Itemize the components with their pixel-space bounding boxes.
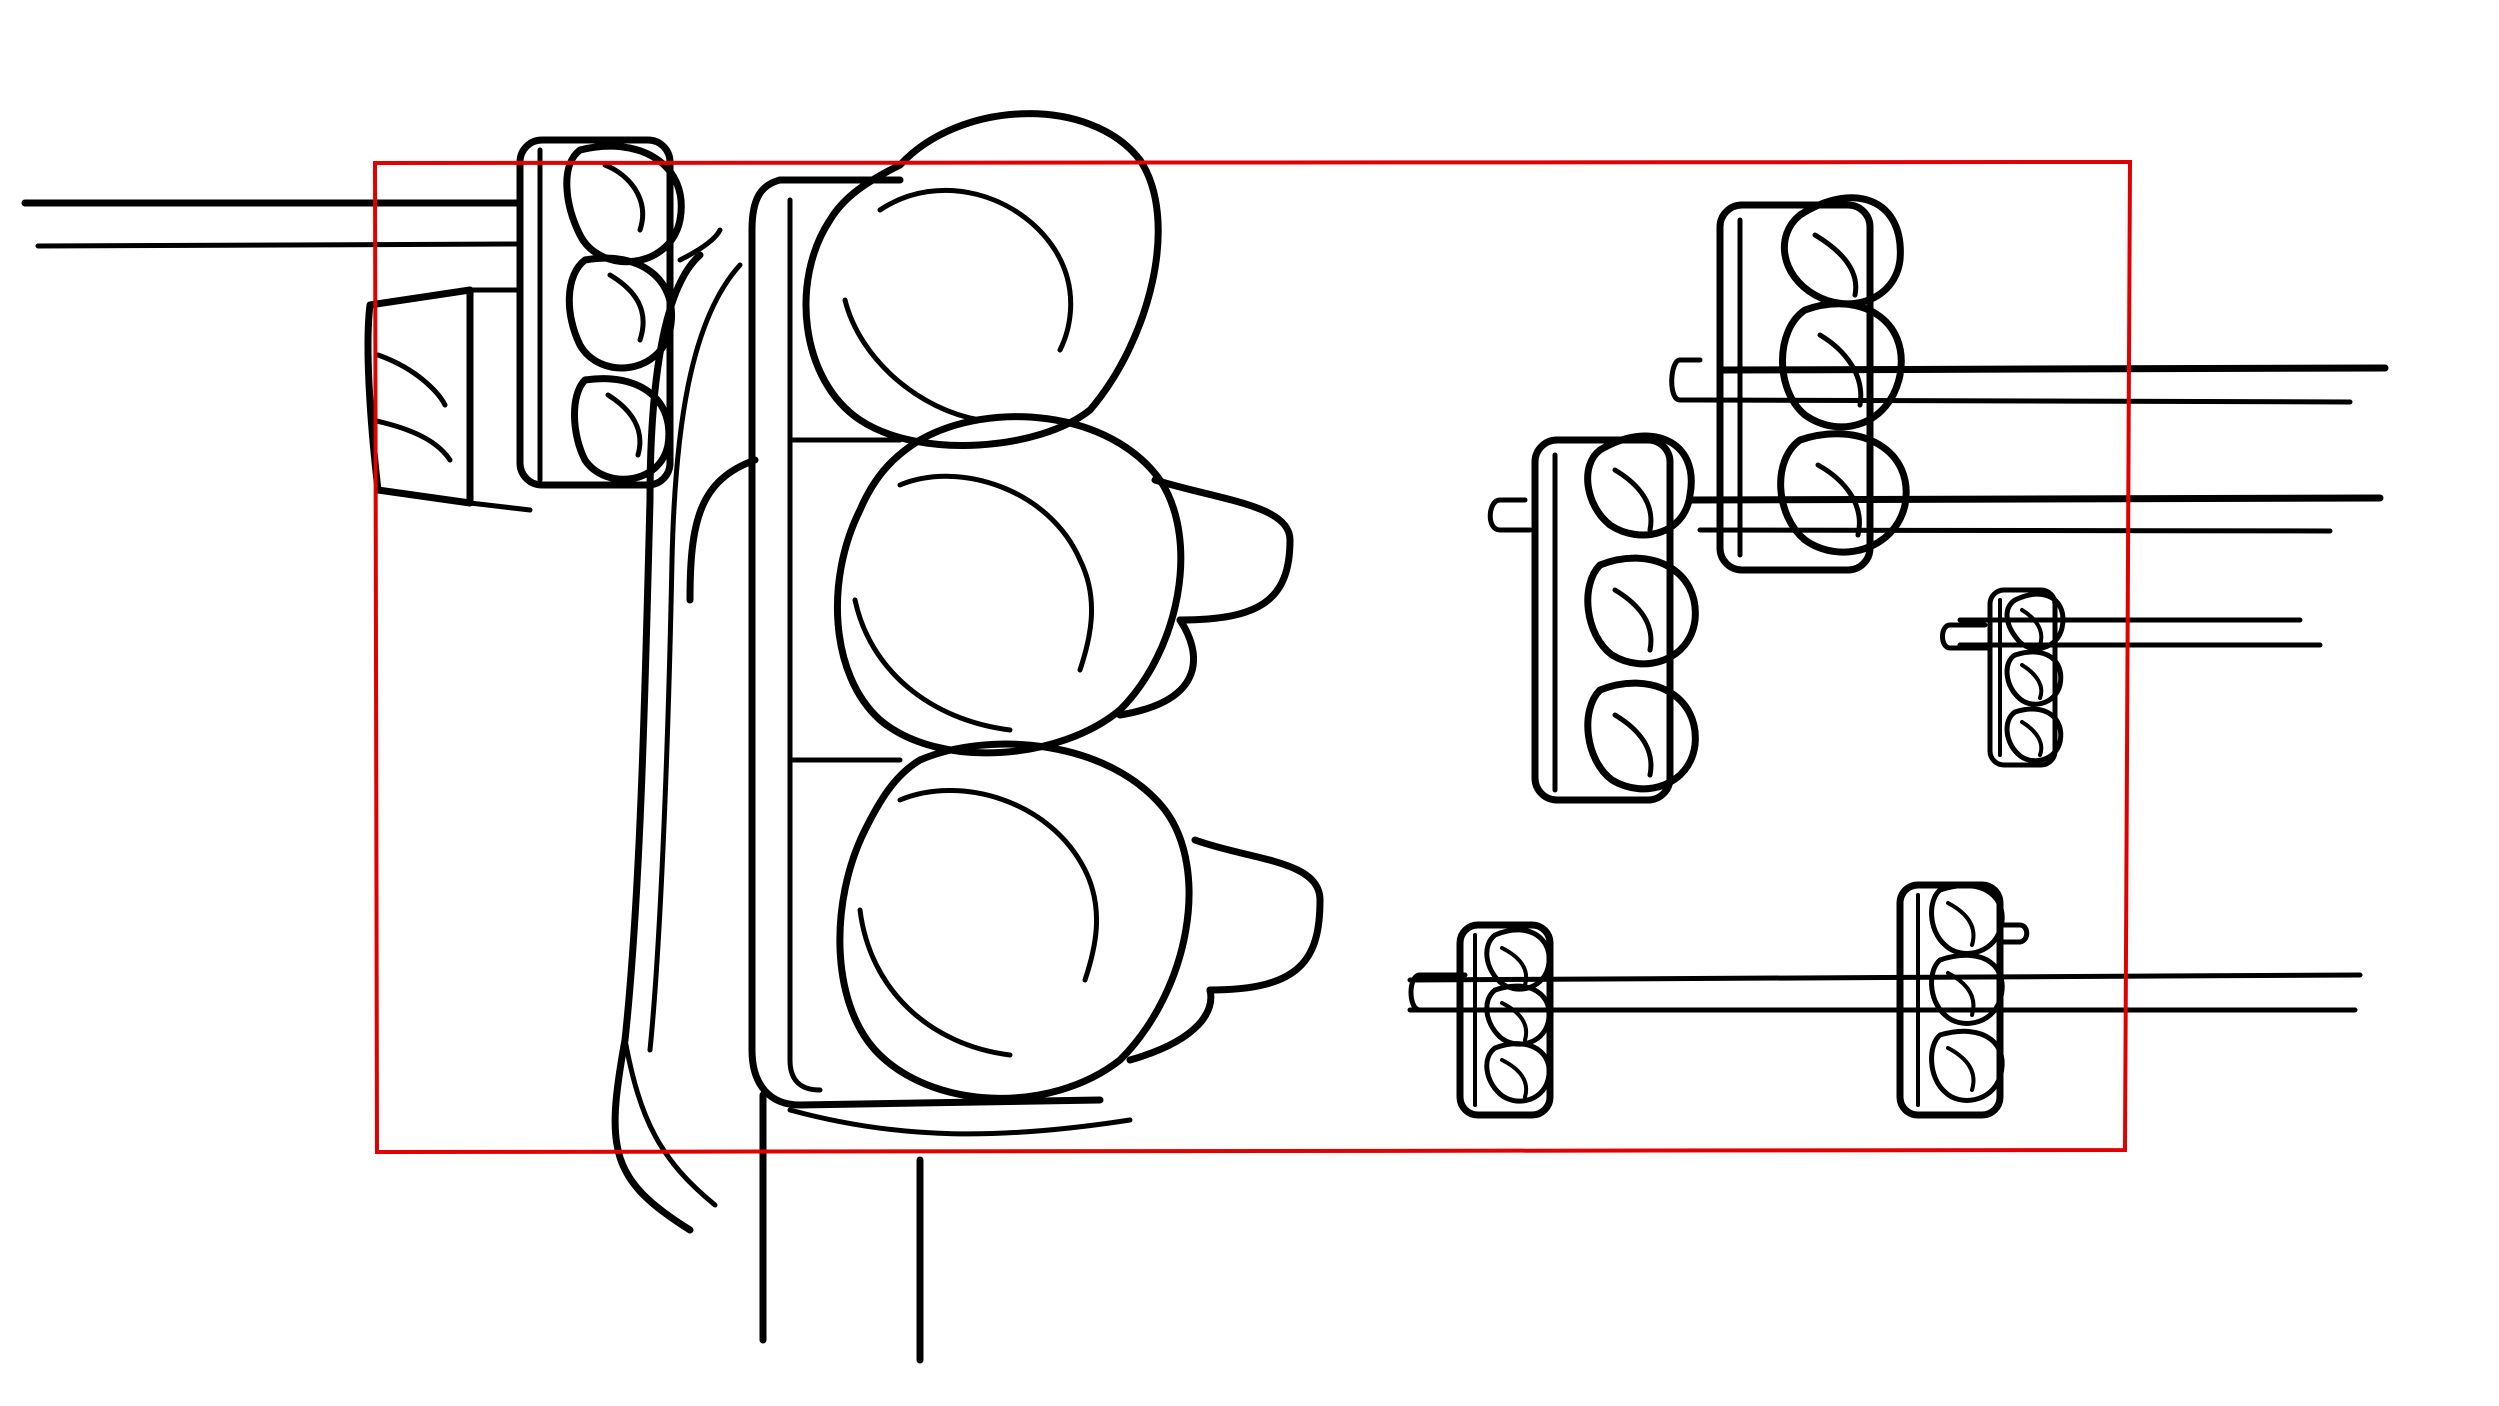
traffic-light-middle — [1487, 432, 1699, 804]
traffic-light-large-center — [611, 110, 1324, 1364]
traffic-light-small-right — [1940, 587, 2066, 768]
top-left-arm — [21, 199, 524, 249]
traffic-light-lower-left — [1408, 921, 1554, 1119]
traffic-light-upper-right — [1669, 194, 1910, 574]
red-frame — [372, 159, 2133, 1155]
traffic-light-lower-right — [1896, 881, 2030, 1119]
mid-right-arms — [1407, 364, 2389, 1013]
